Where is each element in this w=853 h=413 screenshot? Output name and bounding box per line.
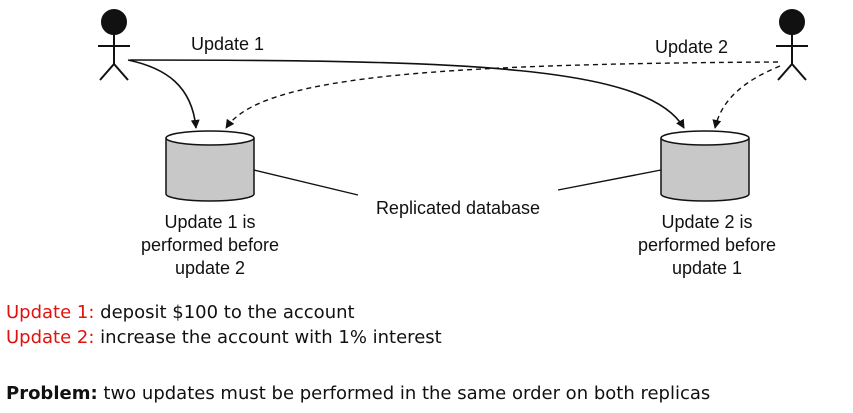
update2-label: Update 2 bbox=[655, 37, 728, 57]
problem-text: two updates must be performed in the sam… bbox=[103, 383, 711, 404]
update1-arrow-to-left-db bbox=[127, 59, 200, 129]
update2-note-key: Update 2: bbox=[6, 327, 95, 348]
update1-note-text: deposit $100 to the account bbox=[100, 302, 355, 323]
right-caption-line-1: Update 2 is bbox=[661, 212, 752, 232]
update1-note: Update 1: deposit $100 to the account bbox=[6, 300, 442, 325]
update2-arrow-to-left-db bbox=[225, 61, 779, 129]
right-database-icon bbox=[660, 130, 750, 202]
replication-line-left bbox=[253, 169, 359, 196]
update2-arrow-to-right-db bbox=[712, 65, 781, 129]
problem-label: Problem: bbox=[6, 383, 98, 404]
left-caption-line-2: performed before bbox=[141, 235, 279, 255]
update2-note: Update 2: increase the account with 1% i… bbox=[6, 325, 442, 350]
right-user-icon bbox=[776, 9, 808, 81]
left-caption-line-3: update 2 bbox=[175, 258, 245, 278]
update1-note-key: Update 1: bbox=[6, 302, 95, 323]
update-notes: Update 1: deposit $100 to the account Up… bbox=[6, 300, 442, 350]
left-database-icon bbox=[165, 130, 255, 202]
left-user-icon bbox=[98, 9, 130, 81]
problem-statement: Problem: two updates must be performed i… bbox=[6, 383, 710, 404]
left-caption-line-1: Update 1 is bbox=[164, 212, 255, 232]
replicated-database-label: Replicated database bbox=[376, 198, 540, 218]
update2-note-text: increase the account with 1% interest bbox=[100, 327, 442, 348]
right-caption-line-2: performed before bbox=[638, 235, 776, 255]
replicated-database-diagram: Update 1 Update 2 Replicated database Up… bbox=[98, 9, 808, 278]
right-caption-line-3: update 1 bbox=[672, 258, 742, 278]
replication-line-right bbox=[557, 169, 662, 191]
update1-arrow-to-right-db bbox=[129, 59, 685, 129]
update1-label: Update 1 bbox=[191, 34, 264, 54]
